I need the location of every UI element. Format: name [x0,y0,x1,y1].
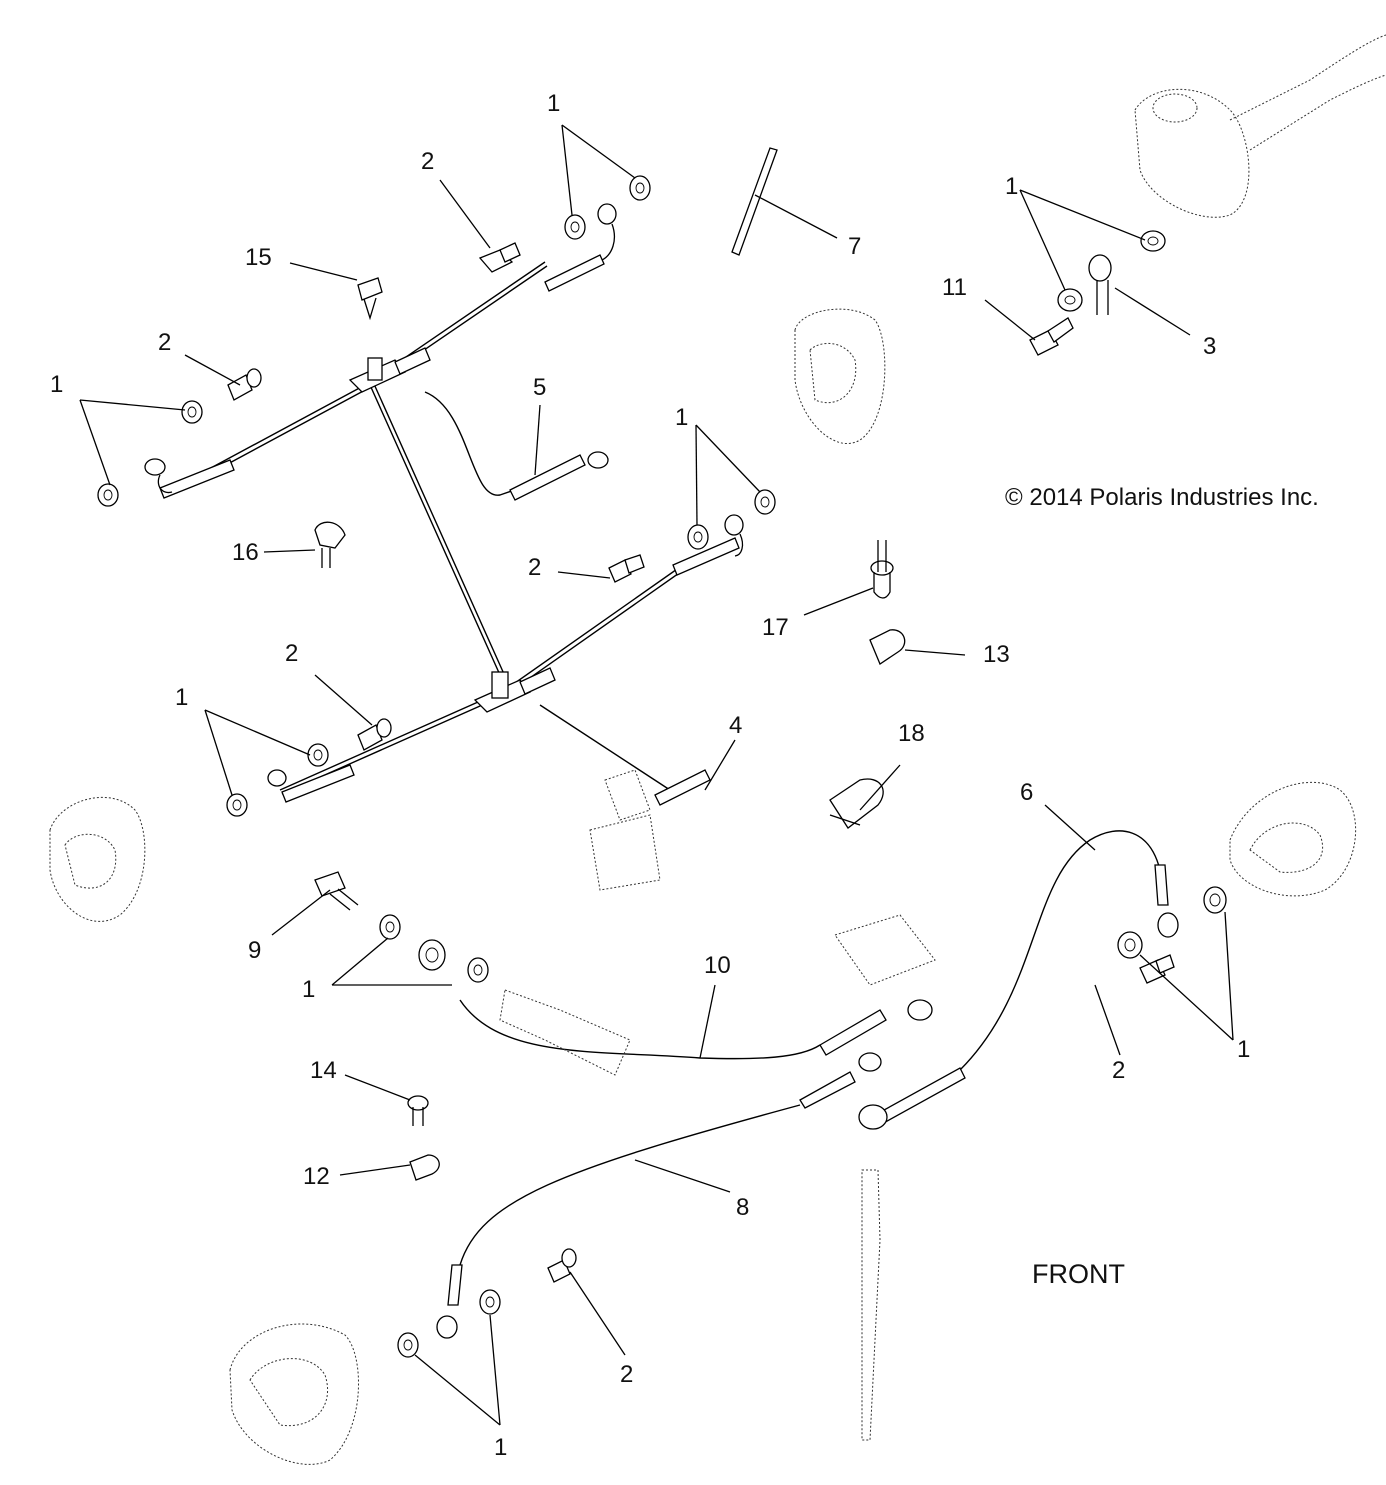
callout-13: 13 [983,641,1010,668]
front-left-caliper [229,1323,359,1465]
callout-9: 9 [248,937,261,964]
callout-2: 2 [285,640,298,667]
callout-11: 11 [942,274,967,301]
callout-3: 3 [1203,333,1216,360]
washers [97,175,1227,1358]
front-right-caliper [794,308,886,444]
callout-1: 1 [1237,1036,1250,1063]
callout-6: 6 [1020,779,1033,806]
leader-lines [79,124,1234,1426]
upper-tee-fitting [348,347,431,393]
front-orientation-label: FRONT [1032,1259,1125,1289]
callout-1: 1 [1005,173,1018,200]
callout-labels: 1 2 15 7 1 11 3 2 1 5 1 16 2 17 13 2 1 4… [50,90,1250,1461]
rear-master-cylinder [499,914,936,1076]
callout-8: 8 [736,1194,749,1221]
right-rear-caliper [1229,781,1357,897]
callout-10: 10 [704,952,731,979]
callout-4: 4 [729,712,742,739]
callout-2: 2 [1112,1057,1125,1084]
master-cylinder-and-lever [1134,34,1386,218]
lower-tee-fitting [473,667,556,713]
hose-10 [459,999,821,1060]
callout-15: 15 [245,244,272,271]
hose-8 [459,1104,801,1266]
callout-16: 16 [232,539,259,566]
clamps [314,521,906,1181]
callout-2: 2 [158,329,171,356]
brake-cable [861,1169,881,1441]
callout-2: 2 [528,554,541,581]
proportioning-valve [589,769,661,891]
hose-end-fittings [144,203,1179,1339]
cable-tie [731,147,778,256]
callout-18: 18 [898,720,925,747]
callout-7: 7 [848,233,861,260]
callout-2: 2 [421,148,434,175]
left-rear-caliper [49,796,146,922]
callout-12: 12 [303,1163,330,1190]
callout-14: 14 [310,1057,337,1084]
copyright-notice: © 2014 Polaris Industries Inc. [1005,484,1319,511]
callout-1: 1 [175,684,188,711]
callout-1: 1 [494,1434,507,1461]
callout-1: 1 [50,371,63,398]
hose-6 [959,830,1161,1071]
callout-2: 2 [620,1361,633,1388]
lower-tee-brake-line [279,559,693,795]
callout-1: 1 [675,404,688,431]
bolts [227,242,1175,1283]
callout-1: 1 [302,976,315,1003]
callout-17: 17 [762,614,789,641]
callout-1: 1 [547,90,560,117]
callout-5: 5 [533,374,546,401]
